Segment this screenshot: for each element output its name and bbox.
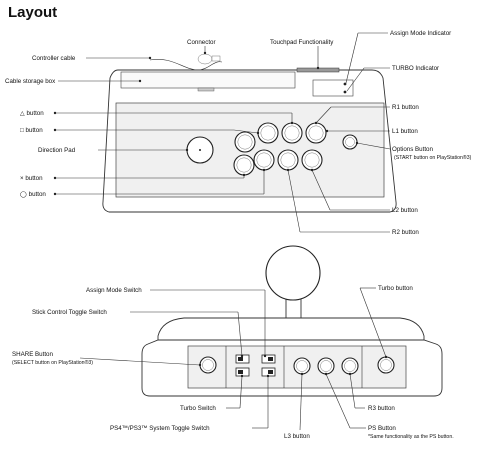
- stick-ball: [265, 245, 321, 301]
- turbo-switch-label: Turbo Switch: [180, 405, 216, 412]
- page-title: Layout: [8, 4, 58, 21]
- l1-label: L1 button: [392, 128, 418, 135]
- top-leader-lines: [55, 32, 391, 233]
- system-toggle-label: PS4™/PS3™ System Toggle Switch: [110, 425, 210, 432]
- action-buttons: [233, 122, 358, 176]
- touchpad-label: Touchpad Functionality: [270, 39, 334, 46]
- r1-label: R1 button: [392, 104, 419, 111]
- controller-cable-line: [149, 58, 199, 71]
- options-label: Options Button: [392, 146, 433, 153]
- side-switches: [235, 354, 276, 377]
- cable-storage-box: [120, 71, 296, 89]
- ps-sub-label: *Same functionality as the PS button.: [368, 434, 454, 440]
- assign-indicator-label: Assign Mode Indicator: [390, 30, 451, 37]
- stick-toggle-label: Stick Control Toggle Switch: [32, 309, 107, 316]
- turbo-indicator-led: [343, 90, 347, 94]
- cable-storage-label: Cable storage box: [5, 78, 56, 85]
- side-leader-dots: [198, 354, 388, 378]
- indicator-panel: [312, 79, 354, 97]
- top-leader-dots: [53, 51, 359, 196]
- connector-shape: [197, 53, 213, 65]
- assign-indicator-led: [343, 82, 347, 86]
- r3-label: R3 button: [368, 405, 395, 412]
- turbo-button-label: Turbo button: [378, 285, 413, 292]
- controller-cable-label: Controller cable: [32, 55, 76, 62]
- ps-label: PS Button: [368, 425, 396, 432]
- side-top-plate: [157, 317, 425, 341]
- cross-label: × button: [20, 175, 43, 182]
- side-leader-lines: [79, 287, 387, 431]
- r2-label: R2 button: [392, 229, 419, 236]
- share-sub-label: (SELECT button on PlayStation®3): [12, 359, 93, 366]
- triangle-label: △ button: [20, 110, 44, 117]
- direction-pad-label: Direction Pad: [38, 147, 76, 154]
- square-label: □ button: [20, 127, 43, 134]
- circle-label: ◯ button: [20, 191, 46, 198]
- l2-label: L2 button: [392, 207, 418, 214]
- share-label: SHARE Button: [12, 351, 53, 358]
- options-sub-label: (START button on PlayStation®3): [394, 154, 472, 161]
- l3-label: L3 button: [284, 433, 310, 440]
- turbo-indicator-label: TURBO Indicator: [392, 65, 439, 72]
- connector-label: Connector: [187, 39, 216, 46]
- assign-switch-label: Assign Mode Switch: [86, 287, 142, 294]
